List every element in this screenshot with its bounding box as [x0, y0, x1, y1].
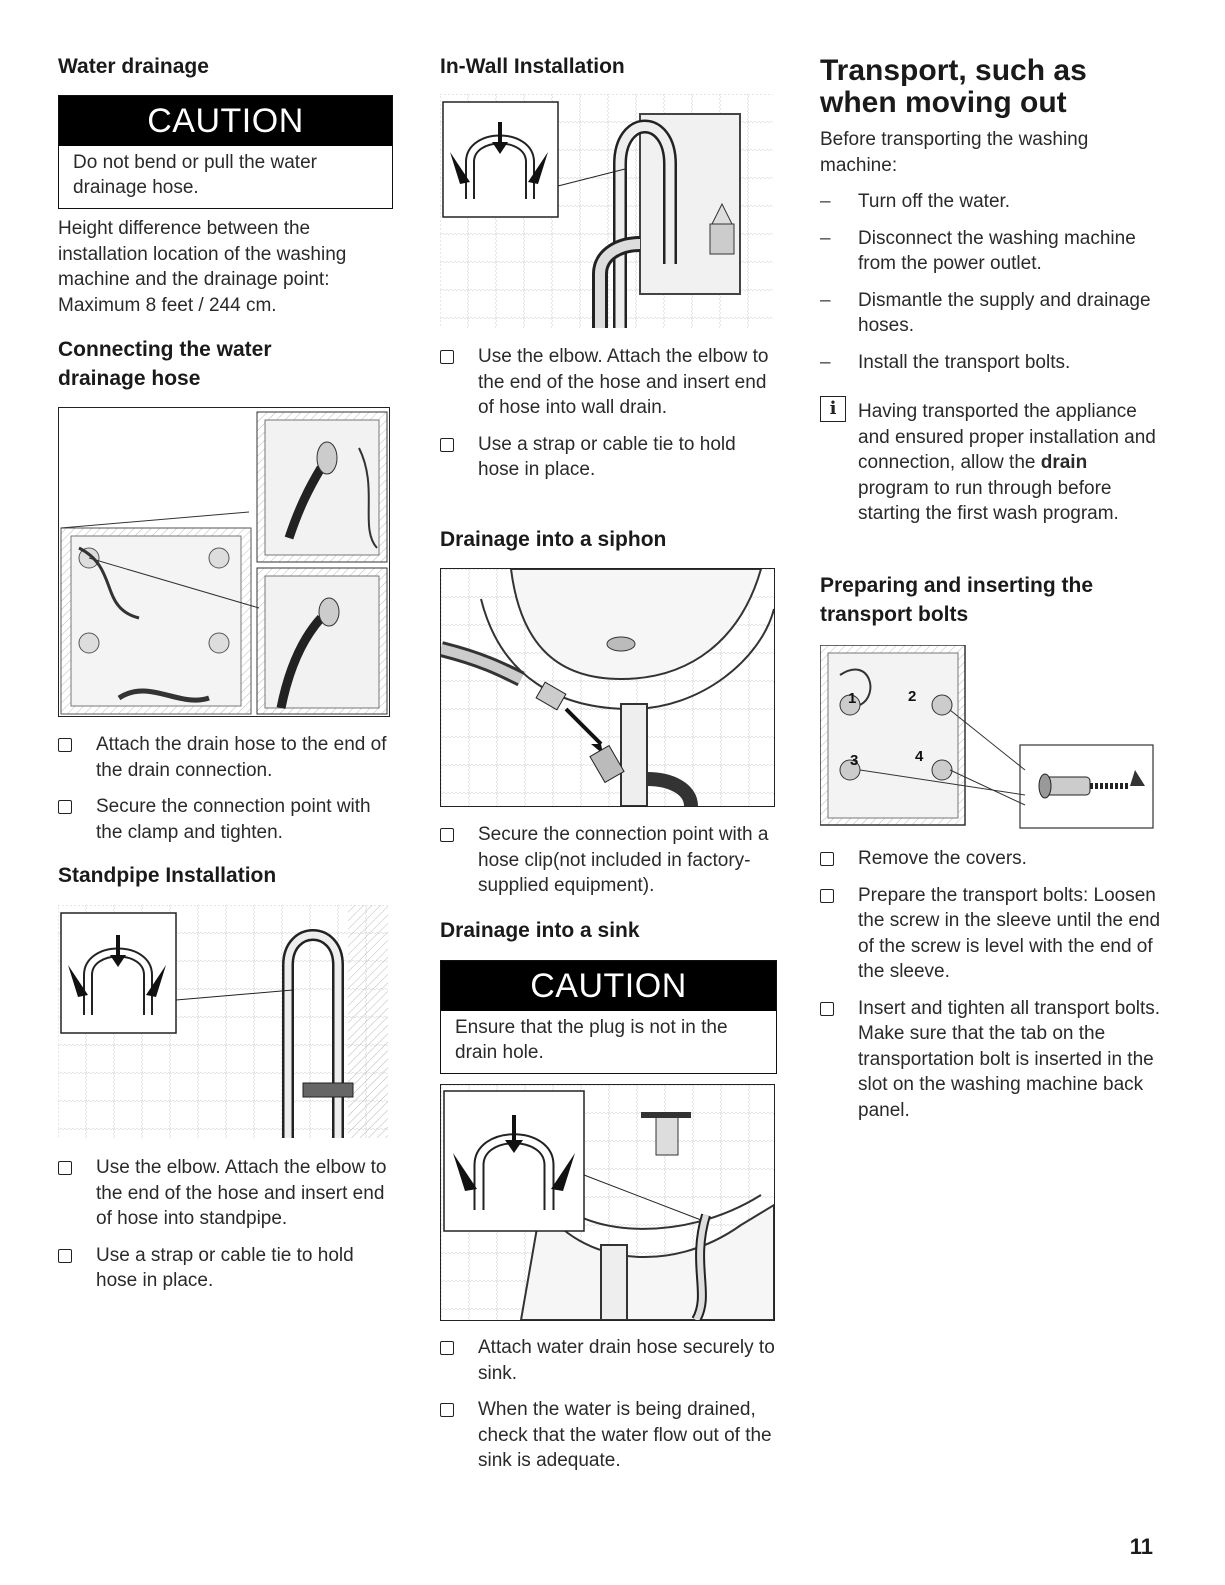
- transport-bolts-steps-list: Remove the covers. Prepare the transport…: [820, 846, 1165, 1134]
- inwall-drawing: [440, 94, 773, 328]
- step-item: Use a strap or cable tie to hold hose in…: [440, 432, 780, 483]
- height-difference-text: Height difference between the installati…: [58, 218, 347, 316]
- connecting-drain-hose-title: Connecting the water drainage hose: [58, 338, 272, 390]
- step-item: Secure the connection point with the cla…: [58, 794, 388, 845]
- checkbox-icon: [440, 437, 454, 452]
- step-item: Use the elbow. Attach the elbow to the e…: [440, 344, 780, 421]
- bolt-label-3: 3: [850, 752, 858, 769]
- caution-box-plug: CAUTION Ensure that the plug is not in t…: [440, 960, 777, 1074]
- checkbox-icon: [58, 1161, 72, 1175]
- transport-bolts-illustration: 1 2 3 4: [820, 645, 1155, 830]
- page-number: 11: [1129, 1534, 1153, 1559]
- transport-intro: Before transporting the washing machine:: [820, 129, 1089, 176]
- step-item: When the water is being drained, check t…: [440, 1397, 780, 1474]
- sink-steps-list: Attach water drain hose securely to sink…: [440, 1335, 780, 1485]
- step-item: –Turn off the water.: [820, 191, 1011, 212]
- transport-title: Transport, such as when moving out: [820, 54, 1087, 119]
- standpipe-illustration: [58, 905, 388, 1138]
- step-item: –Install the transport bolts.: [820, 351, 1071, 373]
- caution-label: CAUTION: [59, 96, 392, 146]
- info-icon: i: [820, 396, 846, 422]
- caution-box-drain-hose: CAUTION Do not bend or pull the water dr…: [58, 95, 393, 209]
- checkbox-icon: [440, 828, 454, 842]
- transport-bolts-drawing: 1 2 3 4: [820, 645, 1154, 829]
- sink-illustration: [440, 1084, 775, 1321]
- inwall-steps-list: Use the elbow. Attach the elbow to the e…: [440, 344, 780, 494]
- checkbox-icon: [58, 800, 72, 814]
- checkbox-icon: [58, 738, 72, 752]
- siphon-drawing: [441, 569, 774, 806]
- checkbox-icon: [820, 888, 834, 903]
- step-item: Use a strap or cable tie to hold hose in…: [58, 1243, 388, 1294]
- drain-connection-illustration: [58, 407, 390, 717]
- transport-steps-list: –Turn off the water. –Disconnect the was…: [820, 189, 1165, 386]
- transport-bolts-title: Preparing and inserting the transport bo…: [820, 574, 1094, 626]
- standpipe-title: Standpipe Installation: [58, 864, 277, 887]
- step-item: Remove the covers.: [820, 846, 1165, 872]
- step-item: Use the elbow. Attach the elbow to the e…: [58, 1155, 388, 1232]
- connecting-steps-list: Attach the drain hose to the end of the …: [58, 732, 388, 856]
- sink-drawing: [441, 1085, 774, 1320]
- standpipe-drawing: [58, 905, 388, 1138]
- sink-title: Drainage into a sink: [440, 919, 640, 942]
- inwall-installation-title: In-Wall Installation: [440, 55, 625, 78]
- siphon-title: Drainage into a siphon: [440, 528, 667, 551]
- step-item: Prepare the transport bolts: Loosen the …: [820, 883, 1165, 985]
- step-item: –Disconnect the washing machine from the…: [820, 227, 1136, 275]
- info-note-text: Having transported the appliance and ens…: [858, 401, 1156, 524]
- water-drainage-title: Water drainage: [58, 55, 209, 78]
- step-item: Secure the connection point with a hose …: [440, 822, 780, 899]
- checkbox-icon: [58, 1248, 72, 1263]
- step-item: Attach the drain hose to the end of the …: [58, 732, 388, 783]
- washer-back-drawing: [60, 411, 388, 715]
- step-item: Insert and tighten all transport bolts. …: [820, 996, 1165, 1124]
- checkbox-icon: [440, 1403, 454, 1417]
- step-item: –Dismantle the supply and drainage hoses…: [820, 289, 1151, 337]
- checkbox-icon: [820, 852, 834, 866]
- inwall-illustration: [440, 94, 773, 328]
- checkbox-icon: [820, 1001, 834, 1016]
- standpipe-steps-list: Use the elbow. Attach the elbow to the e…: [58, 1155, 388, 1305]
- bolt-label-4: 4: [915, 748, 924, 765]
- step-item: Attach water drain hose securely to sink…: [440, 1335, 780, 1386]
- siphon-steps-list: Secure the connection point with a hose …: [440, 822, 780, 910]
- caution-text: Ensure that the plug is not in the drain…: [455, 1017, 728, 1063]
- checkbox-icon: [440, 1341, 454, 1355]
- caution-label: CAUTION: [441, 961, 776, 1011]
- checkbox-icon: [440, 350, 454, 364]
- caution-text: Do not bend or pull the water drainage h…: [73, 152, 317, 198]
- bolt-label-1: 1: [848, 690, 856, 707]
- siphon-illustration: [440, 568, 775, 807]
- bolt-label-2: 2: [908, 688, 916, 705]
